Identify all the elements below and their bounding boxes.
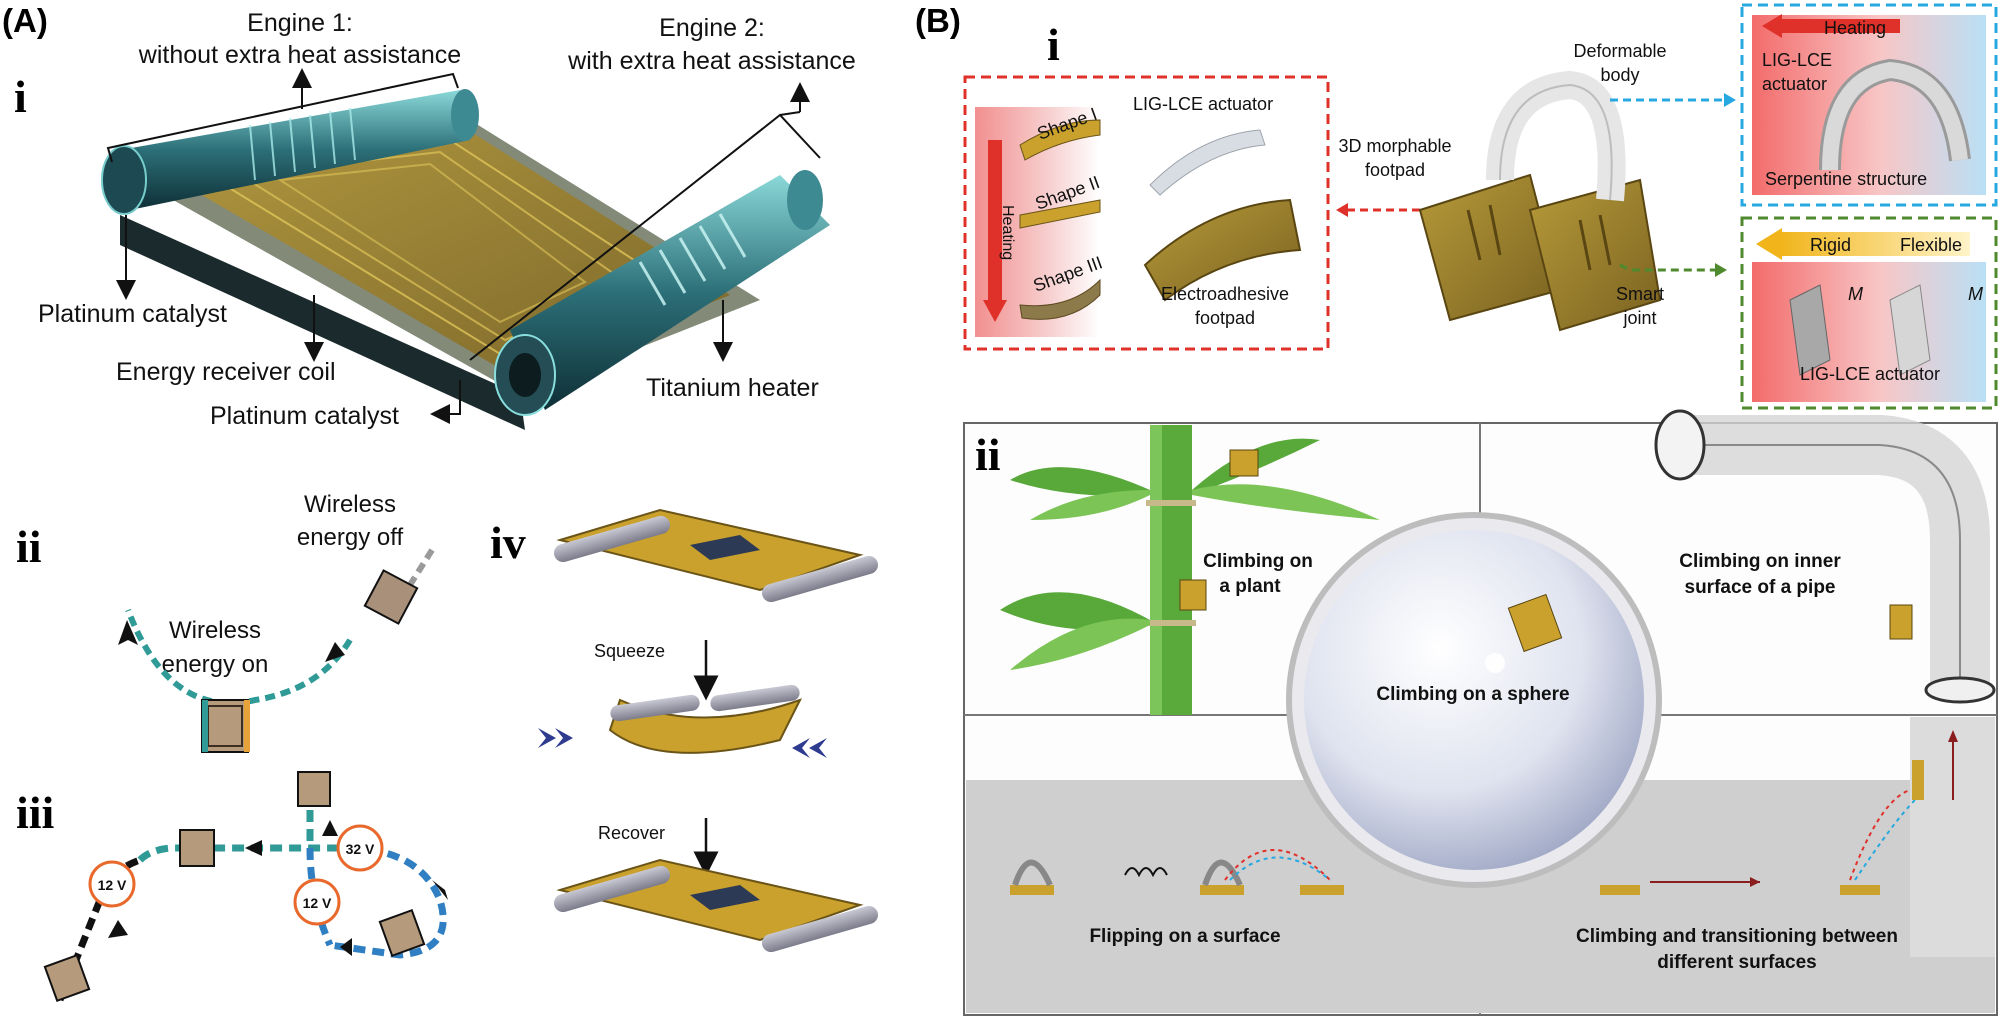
voltage-12v-b: 12 V xyxy=(303,895,332,911)
energy-coil-label: Energy receiver coil xyxy=(116,358,336,386)
lig-lce-top-line1: LIG-LCE xyxy=(1762,50,1832,70)
morphable-footpad-line2: footpad xyxy=(1365,160,1425,180)
green-dashed-connector xyxy=(1619,263,1720,272)
panel-a-iv-label: iv xyxy=(490,517,526,568)
heating-arrow-head xyxy=(983,300,1007,322)
heating-top-label: Heating xyxy=(1824,18,1886,38)
flipping-label: Flipping on a surface xyxy=(1089,926,1280,947)
sphere-label: Climbing on a sphere xyxy=(1376,684,1569,705)
trajectory-ii xyxy=(118,548,435,753)
panel-a-ii-label: ii xyxy=(16,521,42,572)
engine2-subtitle: with extra heat assistance xyxy=(567,47,856,75)
rigid-flexible-arrowhead xyxy=(1756,228,1782,260)
plant-line2: a plant xyxy=(1219,576,1281,597)
panel-a-i-label: i xyxy=(14,71,27,122)
electroadhesive-line1: Electroadhesive xyxy=(1161,284,1289,304)
electroadhesive-line2: footpad xyxy=(1195,308,1255,328)
heating-side-label: Heating xyxy=(999,205,1016,260)
moment-m-1: M xyxy=(1848,284,1863,304)
squeeze-label: Squeeze xyxy=(594,641,665,661)
engine1-bracket xyxy=(106,68,459,163)
transitioning-robots xyxy=(1600,730,1958,895)
bamboo-plant xyxy=(1000,425,1380,715)
heating-top-arrowhead xyxy=(1762,14,1782,38)
plant-line1: Climbing on xyxy=(1203,551,1313,572)
device-flat-top xyxy=(553,508,879,603)
shape-strips xyxy=(1019,119,1101,320)
transition-line2: different surfaces xyxy=(1657,952,1816,973)
engine1-subtitle: without extra heat assistance xyxy=(138,41,461,69)
lig-lce-bottom-label: LIG-LCE actuator xyxy=(1800,364,1940,384)
sphere-highlight xyxy=(1485,653,1505,673)
panel-b-i-label: i xyxy=(1047,19,1060,70)
sphere-bubble xyxy=(1304,530,1644,870)
deformable-line2: body xyxy=(1600,65,1639,85)
deformable-line1: Deformable xyxy=(1573,41,1666,61)
panel-b-ii-label: ii xyxy=(975,429,1001,480)
engine2-leaders xyxy=(469,82,821,361)
green-connector-head xyxy=(1715,263,1727,277)
morphable-footpad-line1: 3D morphable xyxy=(1338,136,1451,156)
rigid-label: Rigid xyxy=(1810,235,1851,255)
bent-pipe xyxy=(1654,409,1996,704)
panel-a-label: (A) xyxy=(2,2,48,39)
voltage-32v: 32 V xyxy=(346,841,375,857)
moment-m-2: M xyxy=(1968,284,1983,304)
sphere-robot xyxy=(1507,593,1563,653)
platinum-catalyst-2-leader xyxy=(430,380,461,424)
lig-lce-actuator-label: LIG-LCE actuator xyxy=(1133,94,1273,114)
platinum-catalyst-1-label: Platinum catalyst xyxy=(38,300,227,328)
transition-line1: Climbing and transitioning between xyxy=(1576,926,1898,947)
lig-lce-actuator-strip xyxy=(1149,129,1266,196)
platinum-catalyst-2-label: Platinum catalyst xyxy=(210,402,399,430)
voltage-12v-a: 12 V xyxy=(98,877,127,893)
wireless-on-line2: energy on xyxy=(162,651,269,678)
device-squeezed xyxy=(538,684,827,758)
wireless-on-line1: Wireless xyxy=(169,617,261,644)
device-flat-bottom xyxy=(553,858,879,953)
red-connector-head xyxy=(1336,203,1348,217)
blue-connector-head xyxy=(1724,93,1736,107)
footpad-detail-box xyxy=(963,75,1330,351)
engine2-title: Engine 2: xyxy=(659,14,765,42)
voltage-circle-2 xyxy=(293,878,341,926)
pipe-line2: surface of a pipe xyxy=(1685,577,1836,598)
flexible-plate xyxy=(1889,284,1931,376)
pipe-line1: Climbing on inner xyxy=(1679,551,1841,572)
titanium-heater-label: Titanium heater xyxy=(646,374,819,402)
rigid-flexible-bar xyxy=(1780,232,1970,256)
rigid-plate xyxy=(1789,284,1831,376)
engine-device-illustration xyxy=(101,89,830,430)
smart-joint-line2: joint xyxy=(1622,308,1656,328)
engine1-title: Engine 1: xyxy=(247,9,353,37)
voltage-circle-1 xyxy=(88,860,136,908)
serpentine-label: Serpentine structure xyxy=(1765,169,1927,189)
engine2-roll xyxy=(494,170,830,416)
trajectory-iii xyxy=(43,771,448,1003)
engine1-roll xyxy=(101,89,479,215)
deformable-body-box xyxy=(1740,3,1998,207)
recover-label: Recover xyxy=(598,823,665,843)
smart-joint-background xyxy=(1752,262,1986,402)
smart-joint-box xyxy=(1740,216,1998,410)
climbing-robot-center xyxy=(1418,70,1662,332)
wireless-off-line2: energy off xyxy=(297,524,404,551)
deformable-body-arc-inner xyxy=(1822,61,1968,171)
panel-a-iii-label: iii xyxy=(16,787,55,838)
voltage-circle-3 xyxy=(336,824,384,872)
panel-b-label: (B) xyxy=(915,2,961,39)
wireless-off-line1: Wireless xyxy=(304,491,396,518)
lig-lce-top-line2: actuator xyxy=(1762,74,1827,94)
smart-joint-line1: Smart xyxy=(1616,284,1664,304)
flexible-label: Flexible xyxy=(1900,235,1962,255)
electroadhesive-footpad xyxy=(1143,198,1302,302)
flipping-robots xyxy=(1010,849,1344,895)
